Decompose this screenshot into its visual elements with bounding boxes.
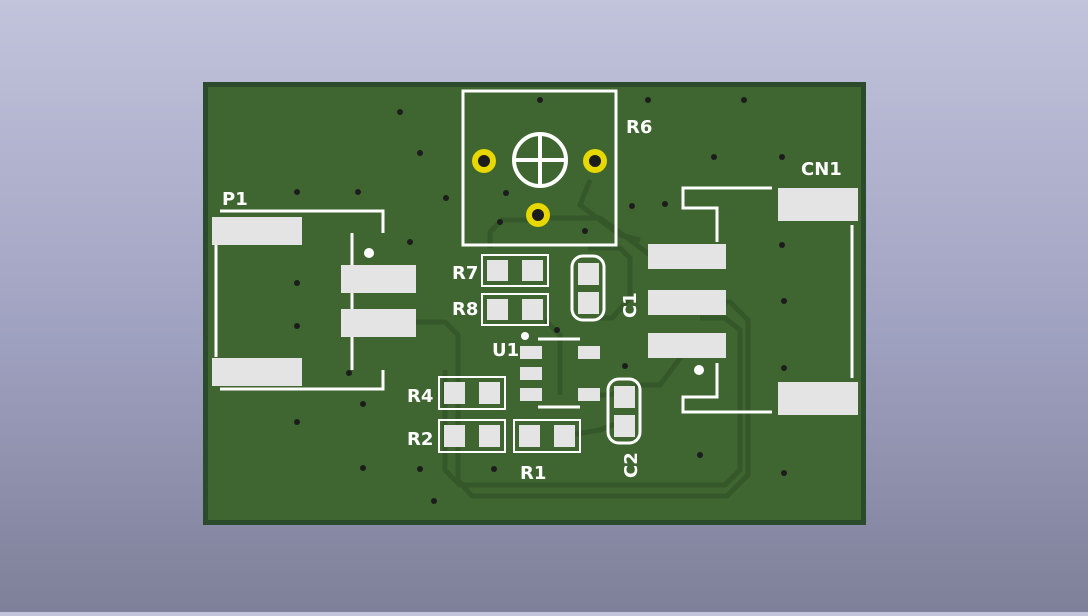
- trace-outer: [416, 299, 751, 499]
- p1-pad: [341, 265, 416, 293]
- via: [431, 498, 437, 504]
- via: [779, 154, 785, 160]
- trace-r6-right: [577, 179, 641, 243]
- label-p1: P1: [222, 189, 248, 210]
- via: [497, 219, 503, 225]
- via: [346, 370, 352, 376]
- label-r7: R7: [452, 263, 478, 284]
- via: [294, 419, 300, 425]
- label-r6: R6: [626, 117, 652, 138]
- via: [629, 203, 635, 209]
- via: [294, 323, 300, 329]
- via: [417, 466, 423, 472]
- ic-u1: [520, 332, 600, 409]
- cn1-silkscreen: [681, 186, 854, 414]
- p1-pad: [212, 217, 302, 245]
- trace-inner: [442, 315, 743, 488]
- label-r4: R4: [407, 386, 433, 407]
- via: [294, 189, 300, 195]
- via: [360, 401, 366, 407]
- via: [417, 150, 423, 156]
- trace-c1: [588, 245, 633, 321]
- label-c2: C2: [621, 452, 642, 478]
- via: [360, 465, 366, 471]
- via: [741, 97, 747, 103]
- capacitor-c2: [606, 377, 642, 445]
- p1-pin1-marker: [364, 248, 374, 258]
- via: [503, 190, 509, 196]
- via: [355, 189, 361, 195]
- via: [554, 327, 560, 333]
- cn1-pad: [648, 290, 726, 315]
- capacitor-c1: [570, 254, 606, 322]
- trace-r7: [487, 217, 540, 248]
- via: [443, 195, 449, 201]
- p1-pad: [212, 358, 302, 386]
- cn1-pad: [648, 244, 726, 269]
- resistor-r8: [481, 293, 549, 326]
- resistor-r7: [481, 254, 549, 287]
- u1-pin1-marker: [521, 332, 529, 340]
- resistor-r1: [513, 419, 581, 453]
- cn1-pad: [778, 382, 858, 415]
- vias: [294, 97, 787, 504]
- cn1-pin1-marker: [694, 365, 704, 375]
- via: [645, 97, 651, 103]
- via: [294, 280, 300, 286]
- via: [397, 109, 403, 115]
- via: [781, 298, 787, 304]
- via: [537, 97, 543, 103]
- label-r1: R1: [520, 463, 546, 484]
- label-c1: C1: [620, 292, 641, 318]
- p1-pad: [341, 309, 416, 337]
- via: [779, 242, 785, 248]
- via: [781, 365, 787, 371]
- label-cn1: CN1: [801, 159, 842, 180]
- label-u1: U1: [492, 340, 519, 361]
- connector-p1: [212, 209, 416, 391]
- via: [697, 452, 703, 458]
- label-r2: R2: [407, 429, 433, 450]
- r6-silkscreen: [461, 89, 618, 247]
- p1-silkscreen: [214, 209, 385, 391]
- cn1-pad: [648, 333, 726, 358]
- via: [622, 363, 628, 369]
- cn1-pad: [778, 188, 858, 221]
- label-r8: R8: [452, 299, 478, 320]
- resistor-r2: [438, 419, 506, 453]
- via: [711, 154, 717, 160]
- trace-u1-top: [543, 318, 563, 395]
- via: [407, 239, 413, 245]
- via: [781, 470, 787, 476]
- via: [662, 201, 668, 207]
- via: [582, 228, 588, 234]
- resistor-r4: [438, 376, 506, 410]
- trimmer-r6: [461, 89, 618, 247]
- connector-cn1: [648, 186, 858, 415]
- via: [491, 466, 497, 472]
